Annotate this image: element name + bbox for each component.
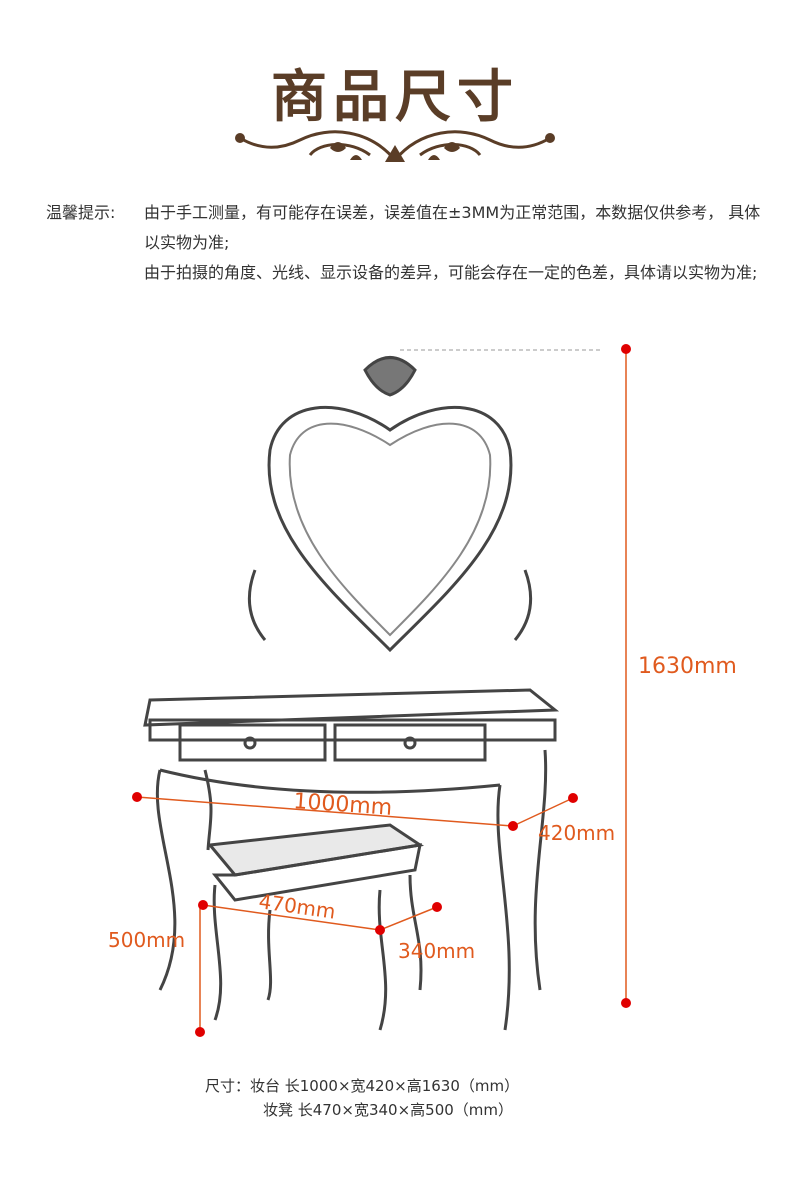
dimension-stool-height-label: 500mm (108, 928, 185, 952)
notice-line-1: 由于手工测量，有可能存在误差，误差值在±3MM为正常范围，本数据仅供参考， 具体… (144, 203, 761, 252)
notice-line-2: 由于拍摄的角度、光线、显示设备的差异，可能会存在一定的色差，具体请以实物为准; (144, 263, 758, 282)
product-dimension-diagram: 1630mm 1000mm 420mm 500mm 470mm 340mm (108, 344, 737, 1037)
dimension-lines (136, 349, 627, 1032)
dressing-table-sketch (143, 356, 560, 1031)
notice-label: 温馨提示: (46, 203, 116, 222)
dimension-table-length-label: 1000mm (293, 789, 393, 821)
size-caption: 尺寸：妆台 长1000×宽420×高1630（mm） 妆凳 长470×宽340×… (205, 1074, 519, 1122)
dimension-stool-width-label: 340mm (398, 939, 475, 963)
dimension-height-label: 1630mm (638, 654, 737, 679)
page-title: 商品尺寸 (271, 64, 519, 130)
flourish-ornament (235, 130, 555, 162)
caption-line-stool: 妆凳 长470×宽340×高500（mm） (263, 1101, 514, 1119)
dimension-table-width-label: 420mm (538, 821, 615, 845)
dimension-markers (132, 344, 631, 1037)
caption-line-table: 尺寸：妆台 长1000×宽420×高1630（mm） (205, 1077, 520, 1095)
